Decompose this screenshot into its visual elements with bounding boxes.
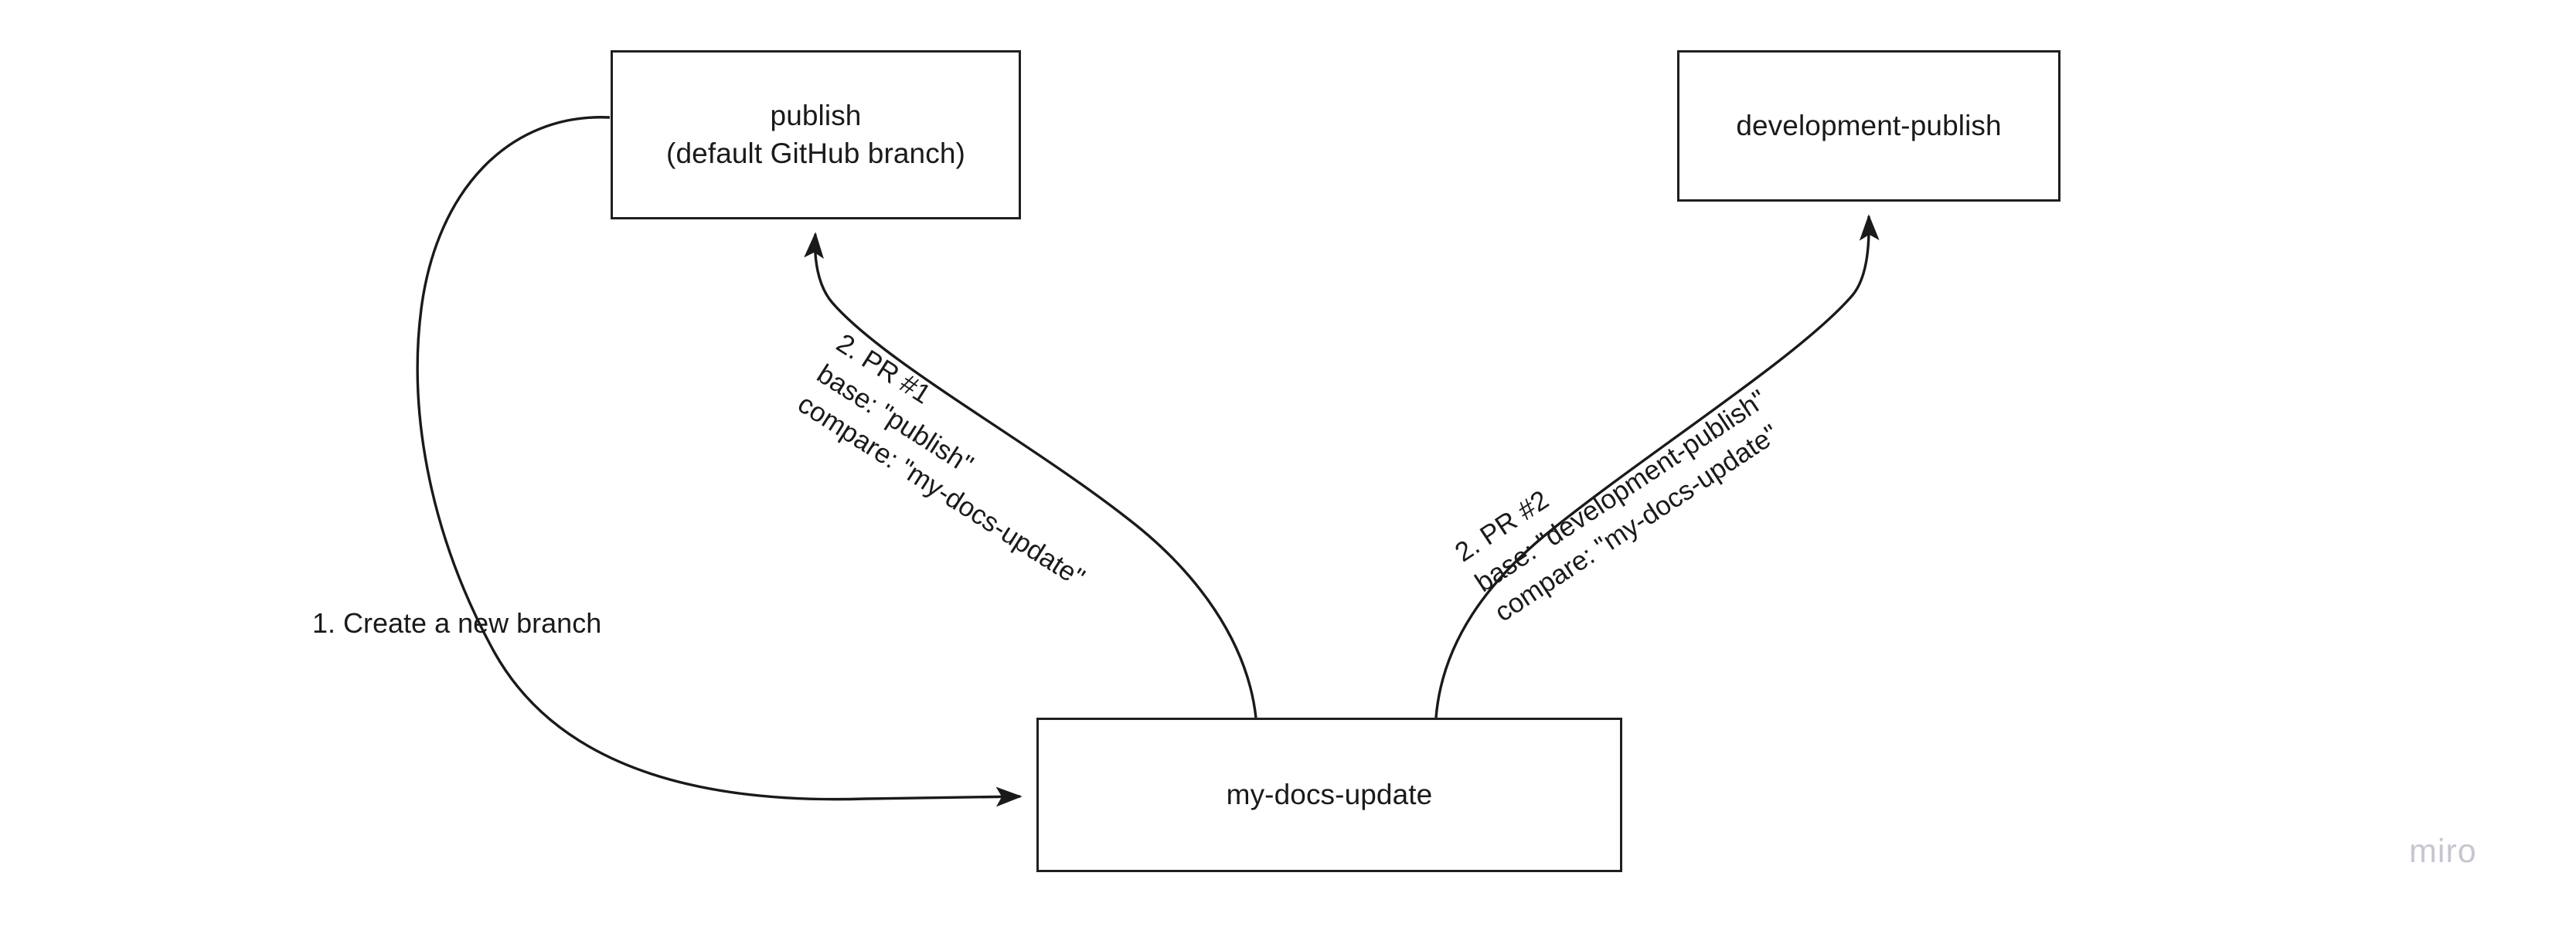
- node-my-docs-update-label: my-docs-update: [1226, 778, 1433, 810]
- node-publish-label: publish (default GitHub branch): [666, 100, 965, 169]
- edge-label-create-branch: 1. Create a new branch: [312, 607, 602, 639]
- edge-pr-2: [1434, 214, 1880, 718]
- edge-create-branch: [416, 116, 1023, 807]
- node-development-publish[interactable]: development-publish: [1677, 50, 2060, 202]
- node-publish[interactable]: publish (default GitHub branch): [611, 50, 1021, 219]
- miro-watermark: miro: [2409, 833, 2477, 870]
- node-my-docs-update[interactable]: my-docs-update: [1036, 718, 1622, 872]
- node-development-publish-label: development-publish: [1736, 109, 2002, 141]
- edge-pr-1: [804, 232, 1257, 718]
